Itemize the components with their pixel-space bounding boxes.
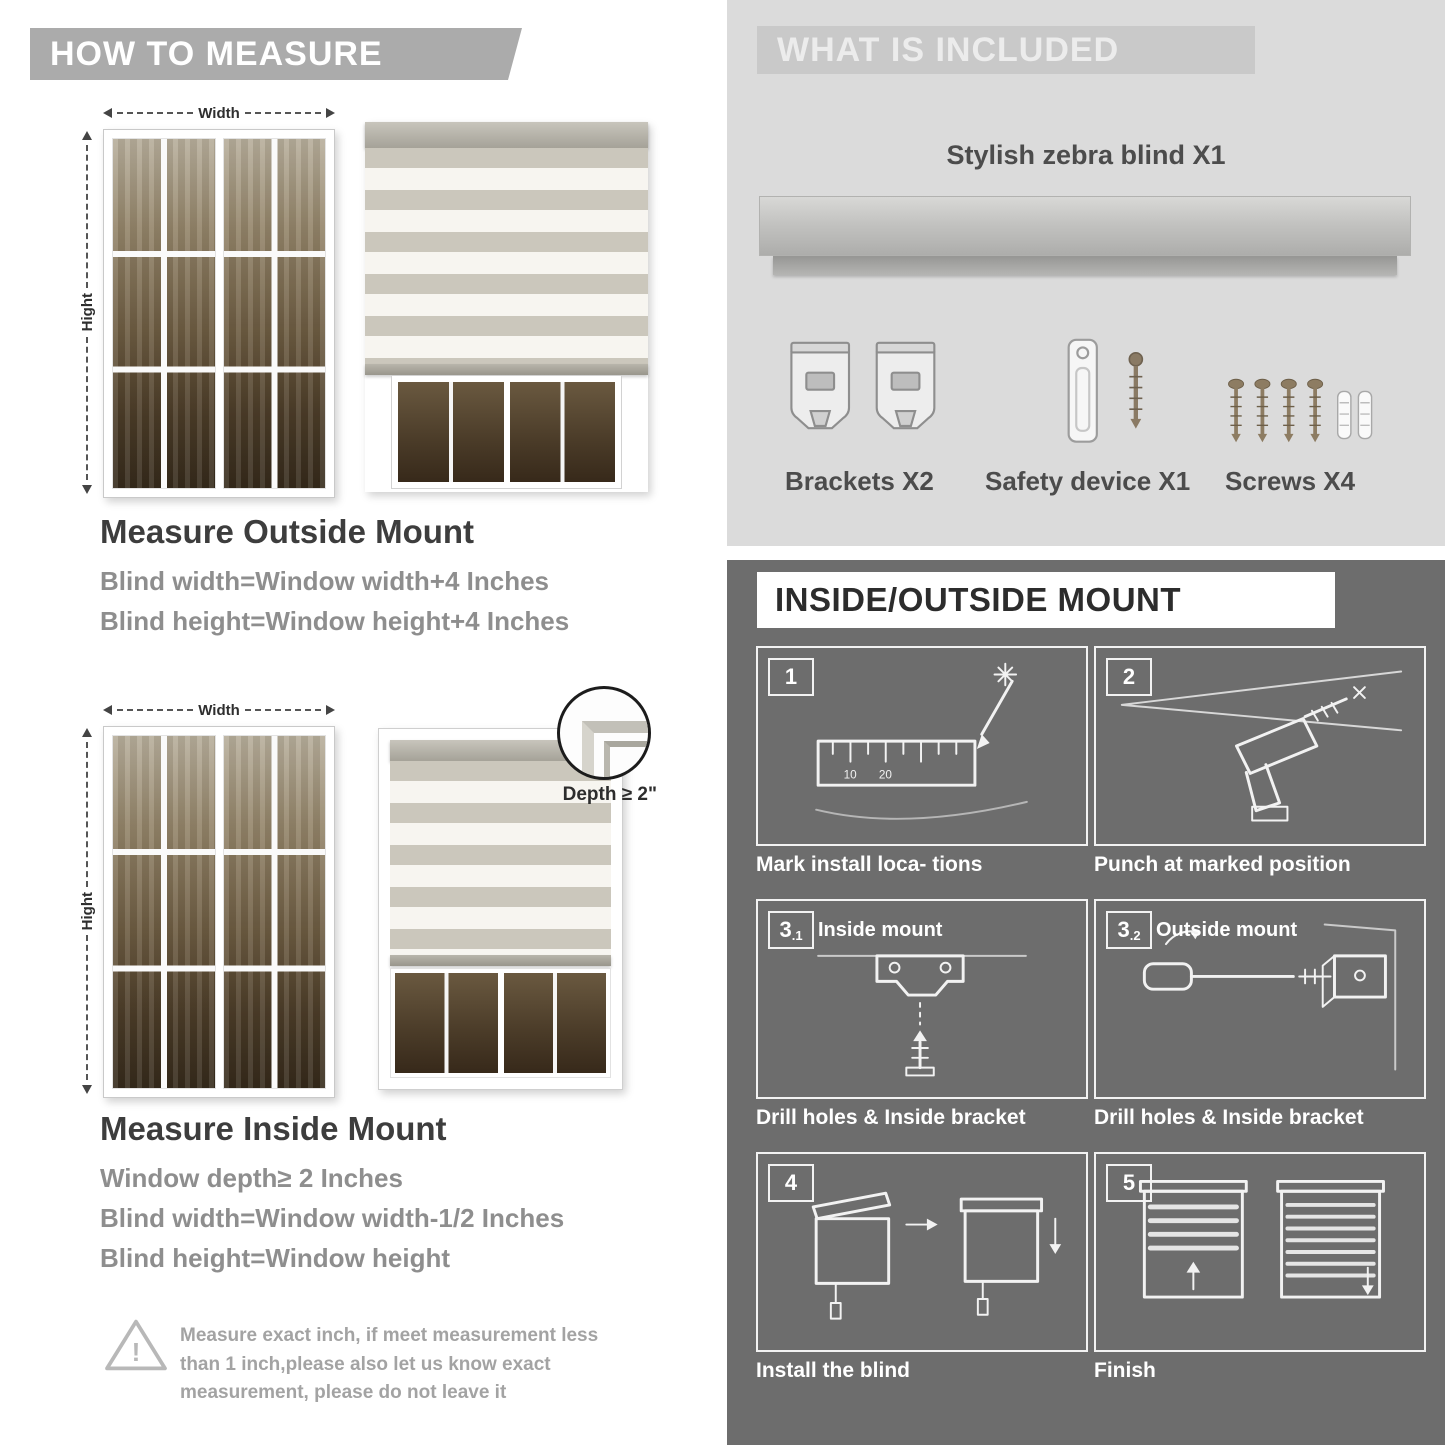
step-3-2-outside-mount: 3.2 Outside mount [1094,899,1426,1099]
step-5-finish: 5 [1094,1152,1426,1352]
brackets-label: Brackets X2 [785,466,934,496]
arrow-down-icon [82,1085,92,1095]
blind-bottom-rail [365,364,648,375]
inside-bracket-art [817,954,1027,1077]
height-arrow: Hight [77,131,97,495]
what-is-included-title: WHAT IS INCLUDED [777,31,1120,69]
install-blind-art [811,1191,1062,1320]
svg-text:!: ! [132,1337,141,1367]
svg-text:20: 20 [879,768,893,781]
step-number-badge: 5 [1106,1164,1152,1202]
what-is-included-panel: WHAT IS INCLUDED Stylish zebra blind X1 [727,0,1445,546]
mount-banner: INSIDE/OUTSIDE MOUNT [757,572,1335,628]
safety-device-label: Safety device X1 [985,466,1191,496]
step-number-badge: 1 [768,658,814,696]
blind-bottom-rail [390,955,611,966]
step-2-punch-position: 2 [1094,646,1426,846]
measurement-warning-text: Measure exact inch, if meet measurement … [180,1325,599,1403]
window-sash [112,138,216,489]
window-sash [112,735,216,1089]
how-to-measure-title: HOW TO MEASURE [50,35,383,73]
width-arrow: Width [103,103,336,123]
blind-cassette [365,122,648,148]
inside-depth-rule: Window depth≥ 2 Inches [100,1163,403,1193]
inside-height-formula: Blind height=Window height [100,1243,450,1273]
outside-width-formula: Blind width=Window width+4 Inches [100,566,549,596]
window-below-blind [390,968,611,1078]
zebra-blind-inside-illustration: Depth ≥ 2" [378,686,657,1090]
arrow-right-icon [326,108,336,118]
width-label: Width [198,104,240,122]
step-3-1-inside-mount: 3.1 Inside mount [756,899,1088,1099]
safety-device-icon [1047,335,1177,458]
inside-mount-heading: Measure Inside Mount [100,1110,447,1147]
mount-title: INSIDE/OUTSIDE MOUNT [775,581,1182,618]
inside-mount-label: Inside mount [818,919,943,941]
step-number-badge: 3.2 [1106,911,1152,949]
step-3-2-caption: Drill holes & Inside bracket [1094,1106,1364,1129]
zebra-blind-headrail [759,196,1411,275]
step-number-badge: 4 [768,1164,814,1202]
depth-callout-label: Depth ≥ 2" [562,784,657,805]
window-illustration-outside: Width Hight [75,103,336,498]
warning-icon: ! [103,1316,169,1379]
arrow-up-icon [82,728,92,737]
finish-art [1138,1179,1385,1299]
blind-shade [365,148,648,364]
inside-width-formula: Blind width=Window width-1/2 Inches [100,1203,565,1233]
what-is-included-banner: WHAT IS INCLUDED [757,26,1255,74]
step-number-badge: 3.1 [768,911,814,949]
arrow-right-icon [326,705,336,715]
blind-shade [390,761,611,955]
step-4-install-blind: 4 [756,1152,1088,1352]
step-5-caption: Finish [1094,1359,1156,1382]
window-photo [103,726,335,1098]
step-1-mark-locations: 10 20 1 [756,646,1088,846]
how-to-measure-banner: HOW TO MEASURE [30,28,522,80]
step-3-1-caption: Drill holes & Inside bracket [756,1106,1026,1129]
arrow-left-icon [103,705,112,715]
window-photo [103,129,335,498]
outside-mount-heading: Measure Outside Mount [100,513,475,550]
brackets-icon [785,338,945,455]
zebra-blind-count-label: Stylish zebra blind X1 [946,140,1226,170]
depth-callout-circle [557,686,651,780]
arrow-down-icon [82,485,92,495]
step-1-caption: Mark install loca- tions [756,853,983,876]
window-below-blind [391,375,622,489]
step-number-badge: 2 [1106,658,1152,696]
width-label: Width [198,701,240,719]
svg-text:10: 10 [844,768,858,781]
outside-bracket-art [1142,923,1397,1071]
window-sash [222,735,326,1089]
arrow-up-icon [82,131,92,140]
arrow-left-icon [103,108,112,118]
outside-height-formula: Blind height=Window height+4 Inches [100,606,570,636]
height-label: Hight [78,293,96,332]
screws-icon [1221,372,1381,463]
drill-art [1120,670,1403,822]
screws-label: Screws X4 [1225,466,1356,496]
height-label: Hight [78,891,96,931]
window-sash [222,138,326,489]
step-2-caption: Punch at marked position [1094,853,1351,876]
width-arrow: Width [103,700,336,720]
window-illustration-inside: Width Hight [75,700,336,1098]
zebra-blind-outside-illustration [365,122,648,492]
mount-instructions-panel: INSIDE/OUTSIDE MOUNT 10 20 1 Mark instal… [727,560,1445,1445]
height-arrow: Hight [77,728,97,1095]
outside-mount-label: Outside mount [1156,919,1298,941]
blind-cassette [390,740,611,761]
mark-locations-art: 10 20 [815,662,1028,820]
step-4-caption: Install the blind [756,1359,911,1382]
